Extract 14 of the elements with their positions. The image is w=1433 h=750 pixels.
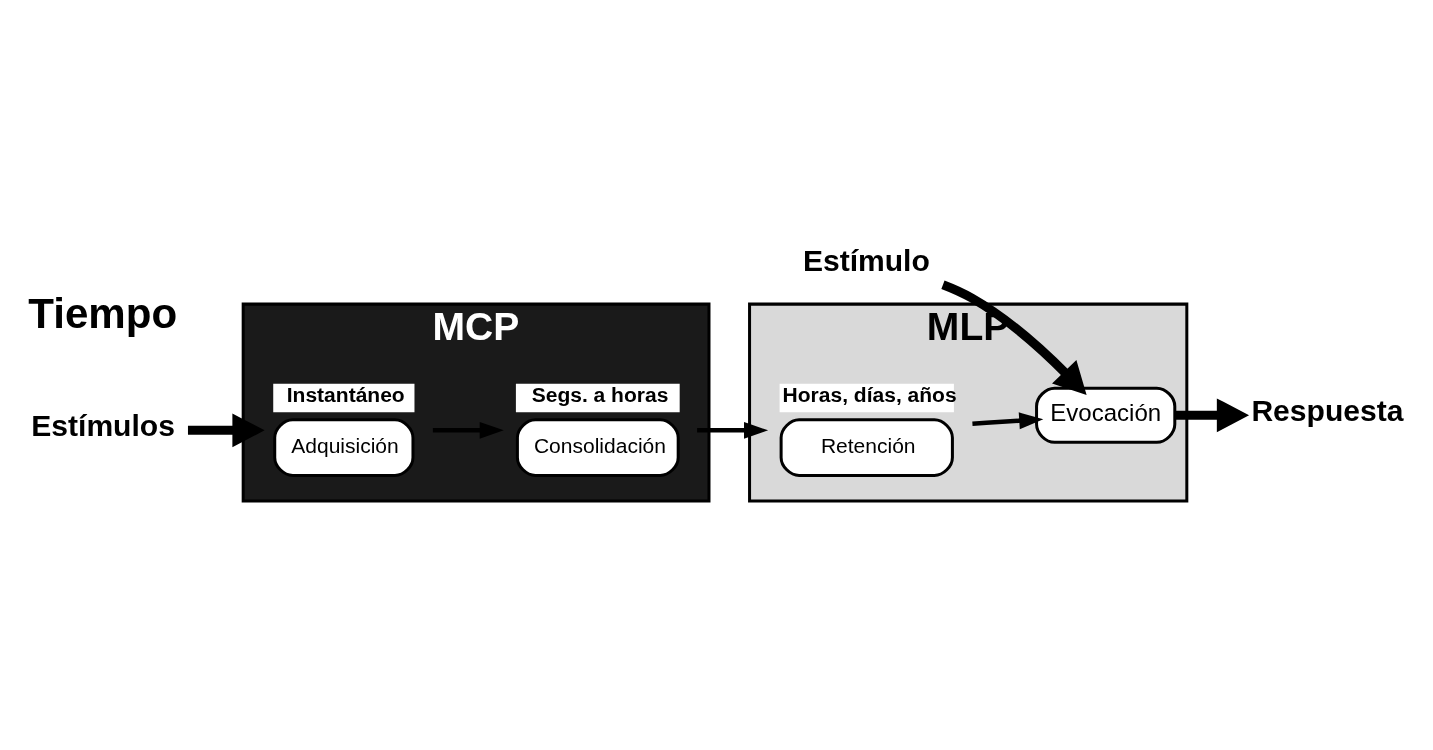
node-text: Respuesta [1251,393,1404,427]
node-box: Evocación [1035,386,1177,444]
node-text: Estímulo [802,243,930,277]
arrow [432,421,504,439]
arrow [972,411,1044,429]
arrow [697,421,769,439]
arrow [1175,397,1250,432]
label: Tiempo [28,289,178,337]
node-text: Estímulos [31,408,175,442]
node-label: Segs. a horas [531,382,669,406]
node-label: Instantáneo [286,382,405,406]
arrow [941,280,1087,395]
node-label: Horas, días, años [782,382,957,406]
arrow [187,412,265,447]
